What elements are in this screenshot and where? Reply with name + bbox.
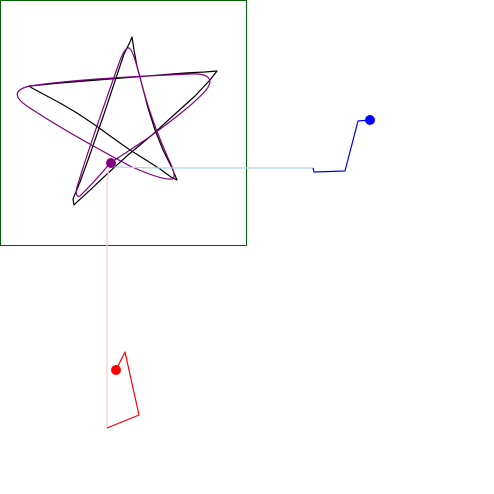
blue-marker[interactable] <box>365 115 375 125</box>
blue-path <box>312 119 371 173</box>
drawing-frame <box>0 0 247 246</box>
red-marker[interactable] <box>111 365 121 375</box>
target-star <box>28 36 218 206</box>
purple-pen-marker[interactable] <box>106 158 116 168</box>
traced-star <box>16 47 211 197</box>
red-path <box>106 351 140 429</box>
pink-connector <box>106 162 111 428</box>
